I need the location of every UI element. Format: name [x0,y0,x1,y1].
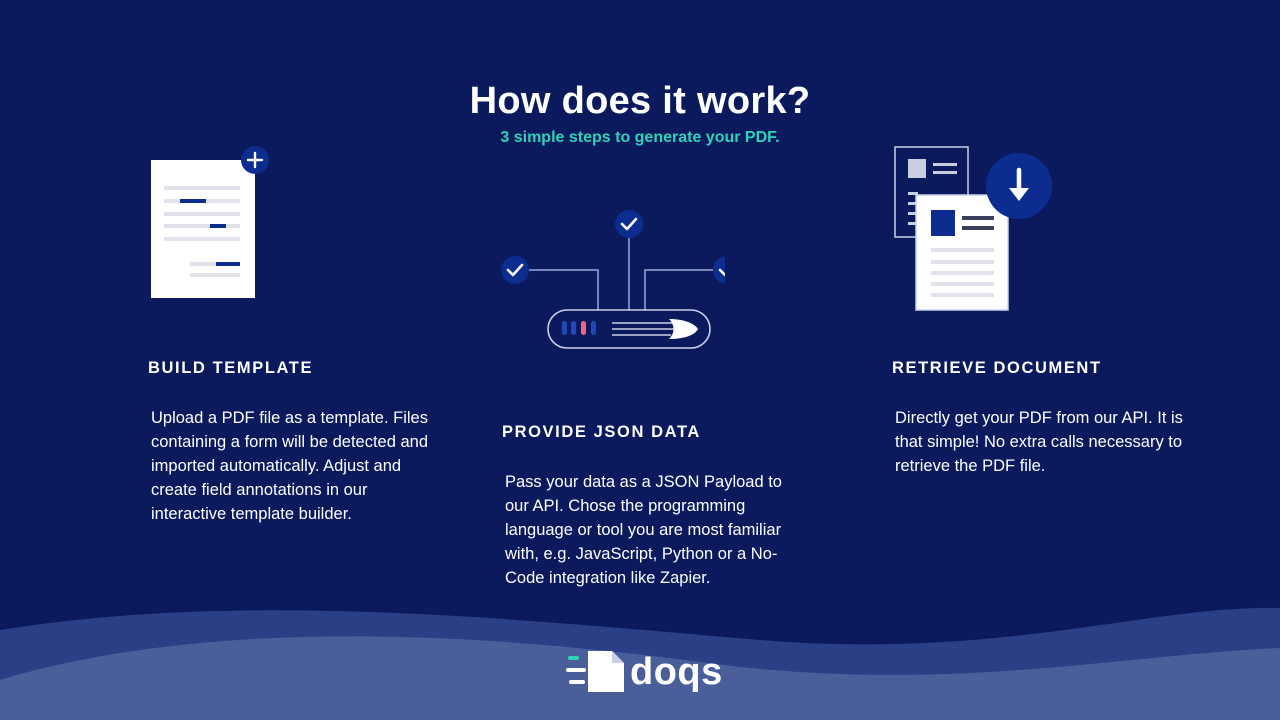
doqs-logo-text: doqs [630,651,723,693]
step-heading-retrieve-document: RETRIEVE DOCUMENT [892,359,1102,377]
step-heading-provide-json-data: PROVIDE JSON DATA [502,423,701,441]
check-icon-top [615,210,643,238]
wave-front [0,636,1280,720]
api-connection-icon [501,210,725,349]
page-subtitle: 3 simple steps to generate your PDF. [500,129,780,146]
document-download-icon [894,146,1052,311]
page-title: How does it work? [469,80,811,122]
step-heading-build-template: BUILD TEMPLATE [148,359,314,377]
footer-waves [0,607,1280,720]
step-text-build-template: Upload a PDF file as a template. Files c… [151,409,429,523]
step-text-retrieve-document: Directly get your PDF from our API. It i… [895,409,1183,475]
document-plus-icon [151,146,269,298]
step-text-provide-json-data: Pass your data as a JSON Payload to our … [505,473,782,587]
doqs-logo-icon [566,651,624,692]
check-icon-left [501,256,529,284]
